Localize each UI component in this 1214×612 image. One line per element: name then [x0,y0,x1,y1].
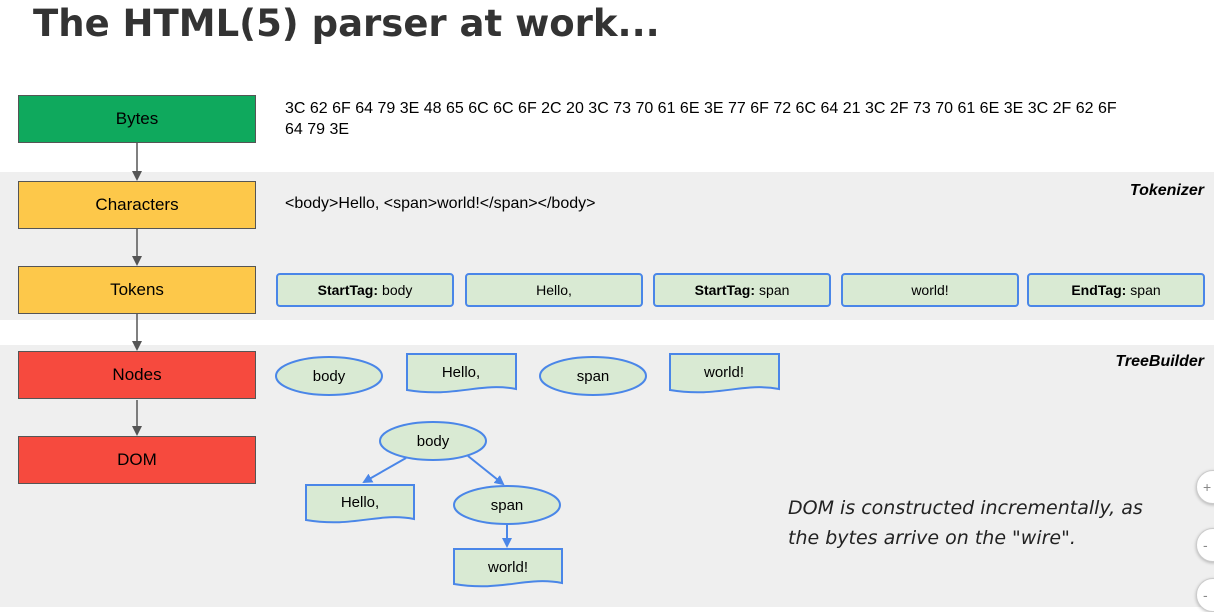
dom-world-label: world! [487,559,528,576]
dom-world-document [453,548,563,588]
token-text-hello: Hello, [465,273,643,307]
page-title: The HTML(5) parser at work... [33,2,660,45]
node-world-label: world! [703,364,744,381]
token-kind: StartTag: [694,282,756,298]
dom-span-label: span [491,497,524,514]
dom-hello-document [305,484,415,524]
token-value: body [382,282,413,298]
tokenizer-label: Tokenizer [1129,182,1204,199]
incremental-note: DOM is constructed incrementally, as the… [788,497,1143,549]
token-value: span [759,282,790,298]
dom-hello-label: Hello, [341,494,379,511]
node-span-label: span [577,368,610,385]
stage-tokens: Tokens [18,266,256,314]
token-kind: StartTag: [317,282,379,298]
token-text-world: world! [841,273,1019,307]
node-hello-document [406,353,517,394]
token-value: span [1130,282,1161,298]
dom-edge-body-span [467,455,505,486]
node-span-ellipse [539,356,647,396]
dom-body-ellipse [379,421,487,461]
stage-bytes: Bytes [18,95,256,143]
node-hello-label: Hello, [442,364,480,381]
node-body-ellipse [275,356,383,396]
token-starttag-body: StartTag:body [276,273,454,307]
characters-text: <body>Hello, <span>world!</span></body> [285,195,596,212]
node-world-document [669,353,780,394]
dom-body-label: body [417,433,450,450]
token-kind: EndTag: [1071,282,1127,298]
token-starttag-span: StartTag:span [653,273,831,307]
stage-characters: Characters [18,181,256,229]
bytes-hex-text: 3C 62 6F 64 79 3E 48 65 6C 6C 6F 2C 20 3… [285,100,1117,138]
node-body-label: body [313,368,346,385]
token-value: world! [911,282,949,298]
stage-nodes: Nodes [18,351,256,399]
stage-dom: DOM [18,436,256,484]
token-value: Hello, [536,282,572,298]
token-endtag-span: EndTag:span [1027,273,1205,307]
dom-edge-body-hello [362,457,407,483]
treebuilder-label: TreeBuilder [1115,353,1204,370]
